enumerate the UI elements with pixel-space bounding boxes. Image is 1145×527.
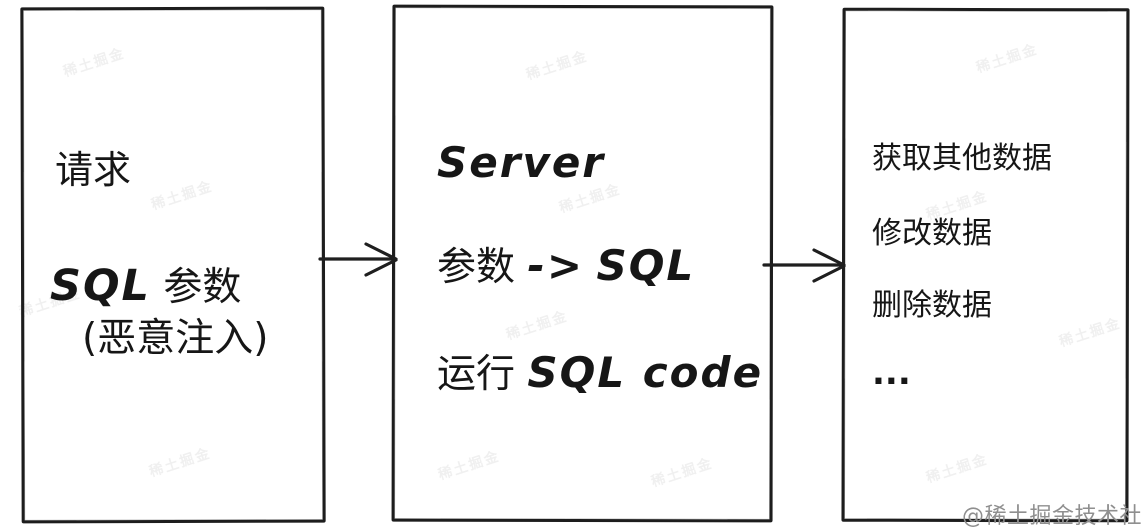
param-sql-text: SQL	[596, 241, 696, 290]
arrow-glyph: ->	[527, 241, 585, 290]
server-label: Server	[437, 138, 606, 187]
juejin-watermark: @稀土掘金技术社区	[962, 504, 1143, 527]
sql-param-sql-text: SQL	[50, 261, 151, 311]
arrow-request-to-server	[318, 242, 398, 277]
modify-data-label: 修改数据	[872, 216, 992, 251]
run-cn-text: 运行	[437, 352, 516, 397]
sql-param-cn-text: 参数	[163, 265, 242, 310]
fetch-other-data-label: 获取其他数据	[872, 141, 1052, 176]
sql-param-label: SQL 参数	[50, 261, 242, 311]
ellipsis-label: ...	[872, 353, 911, 393]
malicious-injection-label: (恶意注入)	[82, 316, 269, 361]
delete-data-label: 删除数据	[872, 288, 992, 323]
arrow-server-to-impact	[762, 248, 846, 283]
sql-code-text: SQL code	[527, 348, 764, 397]
run-sql-code-label: 运行 SQL code	[437, 348, 764, 397]
param-cn-text: 参数	[437, 245, 516, 290]
request-label: 请求	[55, 148, 132, 192]
impact-box	[841, 7, 1130, 523]
param-to-sql-label: 参数 -> SQL	[437, 241, 696, 290]
